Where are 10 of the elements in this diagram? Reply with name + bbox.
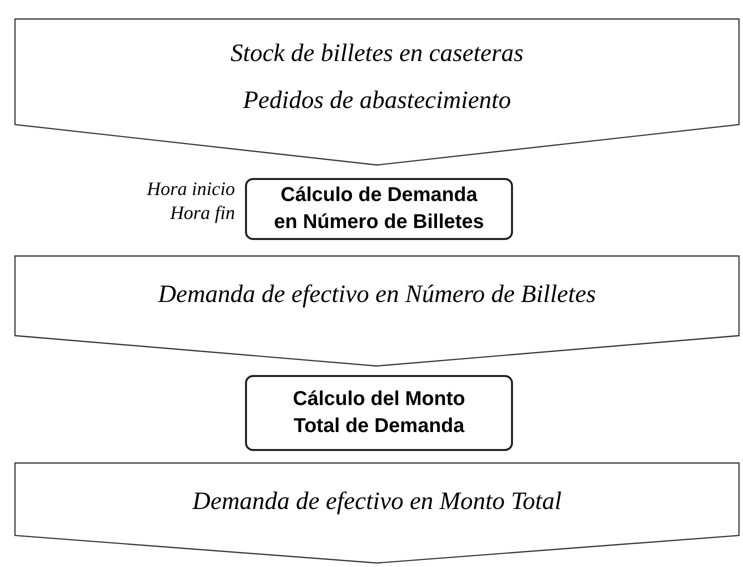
- band-text: Demanda de efectivo en Número de Billetes: [158, 280, 596, 310]
- band-text: Pedidos de abastecimiento: [243, 86, 511, 116]
- process-text: Cálculo del Monto Total de Demanda: [292, 387, 466, 439]
- band-text: Stock de billetes en caseteras: [230, 39, 524, 69]
- input-label: Hora inicio: [146, 178, 235, 202]
- input-label: Hora fin: [170, 202, 235, 226]
- band-text: Demanda de efectivo en Monto Total: [192, 487, 562, 517]
- process-box: [245, 178, 513, 240]
- process-box: [245, 375, 513, 451]
- process-text: Cálculo de Demanda en Número de Billetes: [272, 183, 486, 235]
